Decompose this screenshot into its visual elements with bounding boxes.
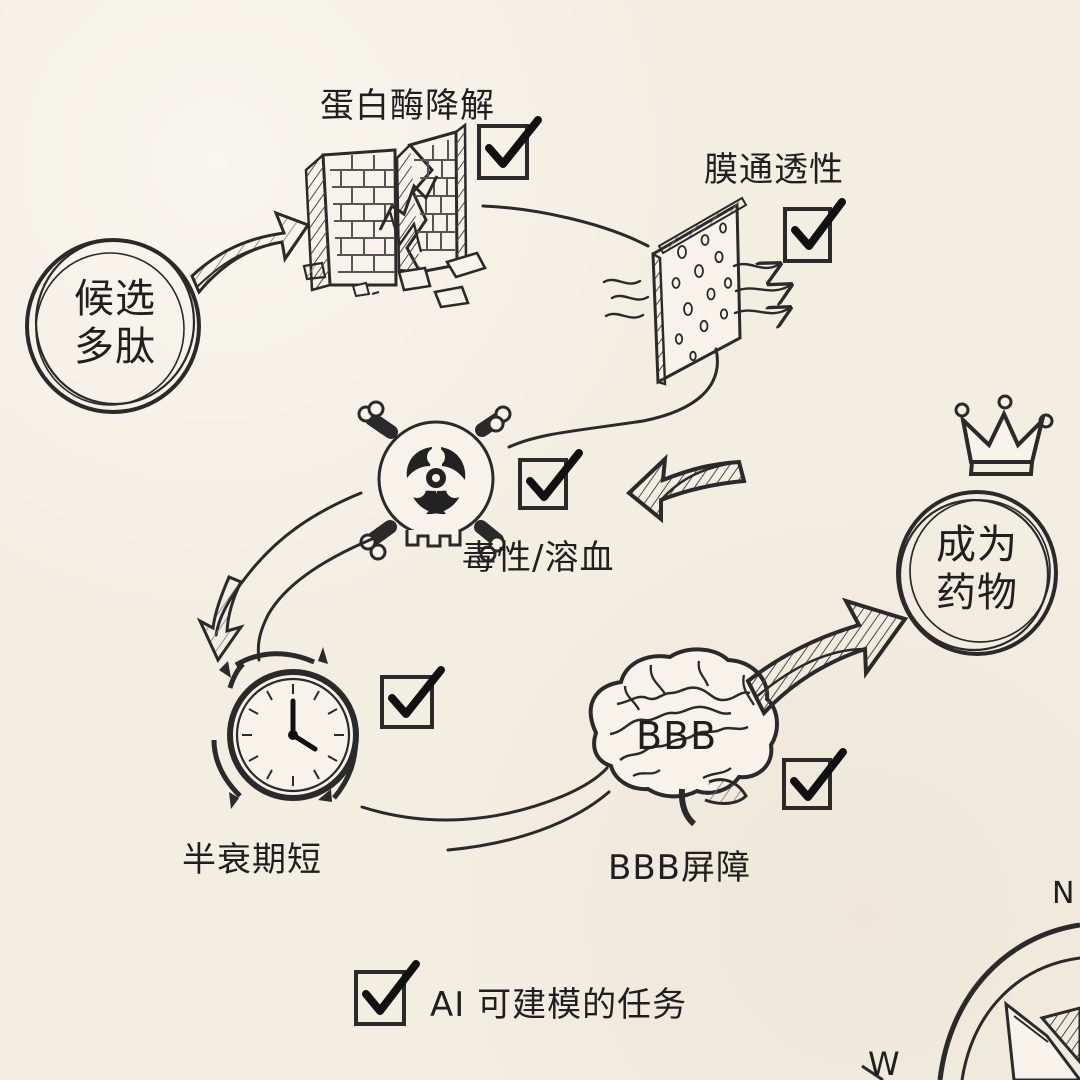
end-node-circle xyxy=(896,490,1058,656)
big-arrow-to-end xyxy=(745,597,909,717)
toxicity-check-icon xyxy=(518,449,583,510)
compass-west-label: W xyxy=(868,1045,901,1080)
permeability-label: 膜通透性 xyxy=(704,150,844,190)
end-node-label: 成为 药物 xyxy=(930,521,1024,617)
legend-check-icon xyxy=(354,960,420,1026)
big-arrow-to-toxicity xyxy=(625,453,747,524)
membrane-to-toxicity-connector xyxy=(507,347,719,449)
start-arrow xyxy=(190,210,311,295)
clock-to-brain-connector xyxy=(360,766,609,822)
half-life-check-icon xyxy=(380,666,445,729)
biohazard-skull-icon xyxy=(357,400,512,563)
brain-inner-label: BBB xyxy=(636,714,718,758)
start-node-label: 候选 多肽 xyxy=(67,275,163,371)
end-node-line-1: 成为 xyxy=(936,522,1018,568)
permeability-check-icon xyxy=(783,198,846,263)
protease-to-membrane-connector xyxy=(481,204,650,248)
brain-icon xyxy=(588,647,779,827)
crown-icon xyxy=(954,394,1054,476)
big-arrow-to-clock xyxy=(196,575,245,664)
start-node-line-1: 候选 xyxy=(74,276,156,322)
toxicity-to-clock-left-connector xyxy=(214,491,363,637)
compass-icon xyxy=(861,922,1080,1080)
compass-north-label: N xyxy=(1052,876,1076,911)
toxicity-to-clock-right-connector xyxy=(256,537,374,662)
bbb-label: BBB屏障 xyxy=(608,848,751,888)
flow-connectors xyxy=(214,204,719,852)
clock-to-brain-lower-connector xyxy=(446,790,611,852)
end-node-line-2: 药物 xyxy=(936,570,1018,616)
brick-wall-icon xyxy=(302,122,487,309)
bbb-check-icon xyxy=(782,748,847,810)
toxicity-label: 毒性/溶血 xyxy=(462,538,615,578)
start-node-line-2: 多肽 xyxy=(74,324,156,370)
membrane-panel-icon xyxy=(602,196,789,386)
protease-label: 蛋白酶降解 xyxy=(320,86,495,126)
legend-label: AI 可建模的任务 xyxy=(430,985,688,1025)
clock-icon xyxy=(211,647,359,809)
start-node-circle xyxy=(25,238,201,414)
half-life-label: 半衰期短 xyxy=(182,840,322,880)
protease-check-icon xyxy=(477,116,542,180)
